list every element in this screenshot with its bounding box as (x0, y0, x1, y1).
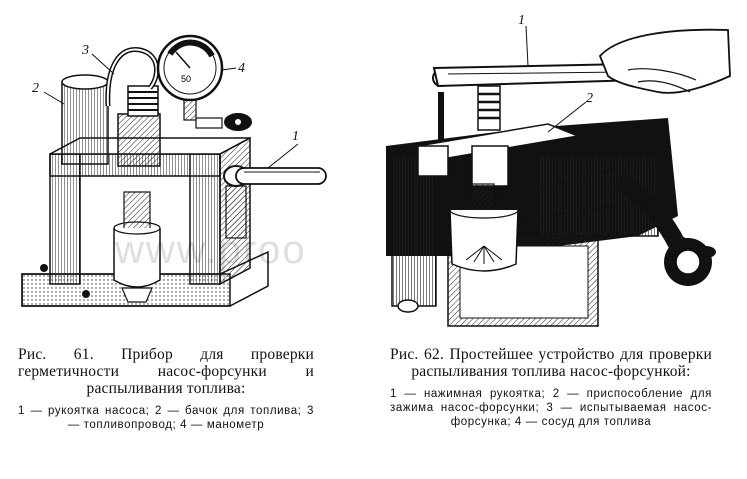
callout-3: 3 (643, 153, 651, 168)
figure-62-legend: 1 — нажимная рукоятка; 2 — приспособлени… (390, 388, 712, 428)
callout-3: 3 (81, 43, 89, 58)
gauge-digits: 50 (181, 74, 191, 84)
figure-62-illustration: 1 2 3 4 (378, 6, 740, 336)
clamp-fixture (415, 69, 581, 187)
figure-61-illustration: 50 1 2 3 (10, 6, 340, 336)
figure-61-legend: 1 — рукоятка насоса; 2 — бачок для топли… (18, 405, 314, 431)
callouts-61: 1 2 3 4 (32, 43, 299, 169)
callouts-62: 1 2 3 4 (495, 13, 665, 221)
pump-body (117, 85, 161, 167)
callout-4: 4 (238, 61, 245, 76)
fuel-tank (61, 74, 109, 165)
pump-handle (223, 165, 327, 239)
injector-and-glass (113, 191, 161, 303)
callout-2: 2 (32, 81, 39, 96)
hand-illustration (598, 28, 731, 94)
callout-1: 1 (292, 129, 299, 144)
figure-61-caption: Рис. 61. Прибор для проверки герметичнос… (18, 346, 314, 432)
clamp-knob (613, 173, 716, 286)
figure-62-caption-title: Рис. 62. Простейшее устройство для прове… (390, 346, 712, 380)
fuel-vessel (449, 201, 519, 272)
callout-2: 2 (586, 91, 593, 106)
figure-62-caption: Рис. 62. Простейшее устройство для прове… (390, 346, 712, 429)
manometer: 50 (156, 34, 224, 121)
valve-handwheel (195, 113, 252, 131)
callout-1: 1 (518, 13, 525, 28)
figure-61-caption-title: Рис. 61. Прибор для проверки герметичнос… (18, 346, 314, 397)
callout-4: 4 (658, 191, 665, 206)
